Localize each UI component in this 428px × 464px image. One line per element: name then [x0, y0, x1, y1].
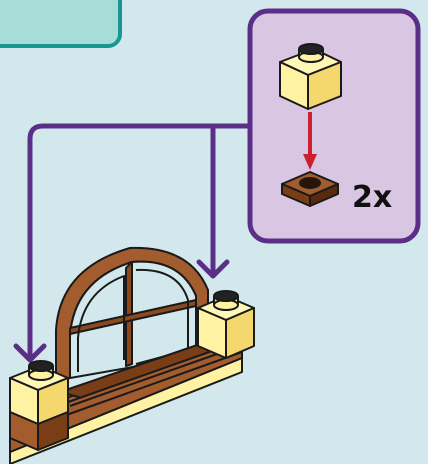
previous-step-panel: [0, 0, 122, 48]
quantity-label: 2x: [352, 180, 393, 215]
brown-plate-icon: [281, 171, 339, 207]
window-assembly: [9, 246, 255, 464]
placement-arrow-icon: [303, 112, 317, 170]
callout-box: [247, 8, 421, 244]
guide-arrows: [13, 123, 258, 363]
yellow-brick-icon: [279, 43, 342, 110]
